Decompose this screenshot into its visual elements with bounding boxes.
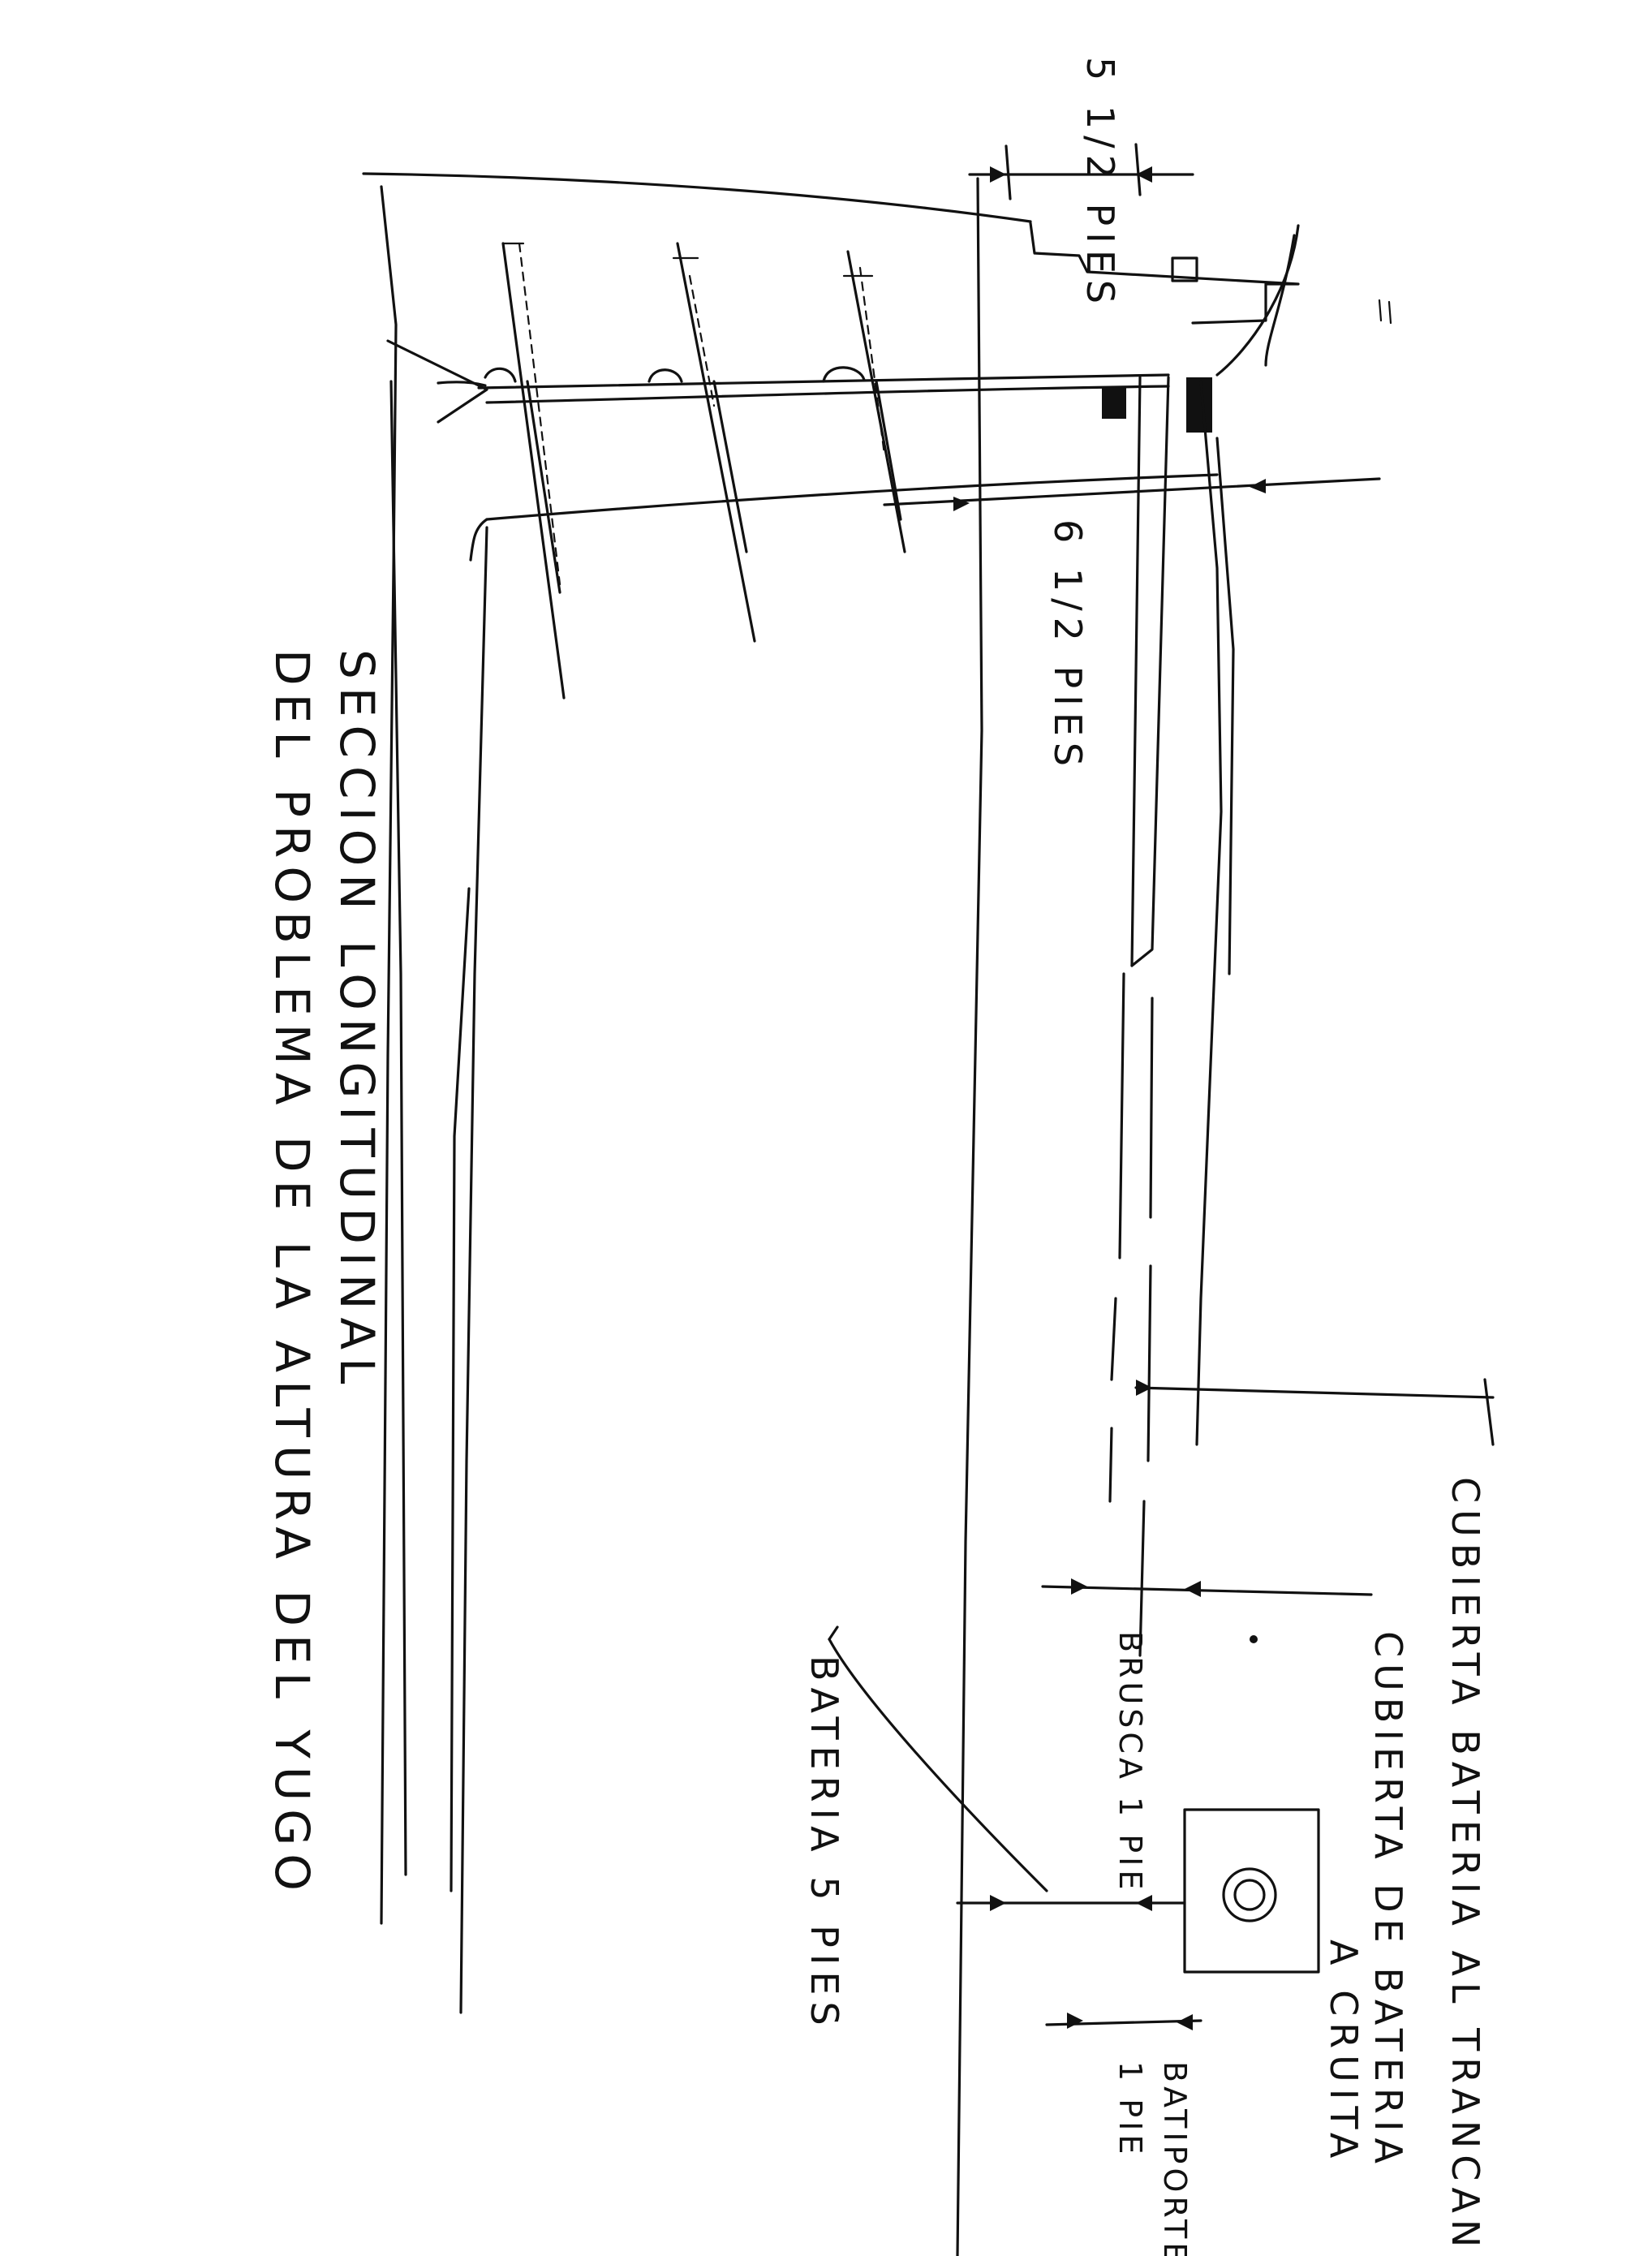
- lower-deck-turn: [469, 518, 488, 562]
- dim-mid-line: [883, 477, 1381, 506]
- stern-structure: [1029, 222, 1392, 377]
- long-plank-a: [1195, 380, 1223, 1446]
- frame-3a: [846, 250, 906, 553]
- left-hull-inner-line: [389, 380, 407, 1876]
- deck-beams: [386, 339, 1219, 562]
- arrow-bateria-right: [1136, 1895, 1152, 1911]
- bateria-leader: [828, 1638, 1048, 1892]
- dot-mark: [1250, 1635, 1258, 1643]
- deck-left-wedge: [386, 339, 488, 424]
- lower-deck-curve: [485, 473, 1219, 521]
- arrow-upper-left: [990, 166, 1006, 183]
- lower-dimensions: [828, 1378, 1495, 2030]
- top-hull-line: [362, 172, 1032, 223]
- plank-left-edge: [1130, 376, 1142, 967]
- title-line-1: SECCION LONGITUDINAL: [329, 649, 385, 1392]
- long-plank-b: [1215, 437, 1235, 975]
- label-batiporte-value: 1 PIE: [1112, 2061, 1148, 2158]
- stern-step-outline: [1029, 222, 1300, 325]
- deck-knee-1: [484, 367, 517, 383]
- arrow-upper-right: [1136, 166, 1152, 183]
- gun-port-inner: [1233, 1879, 1266, 1911]
- label-6-half-pies: 6 1/2 PIES: [1046, 519, 1090, 773]
- gun-port-circle: [1222, 1867, 1277, 1922]
- frame-3c: [875, 380, 902, 521]
- dashed-plank: [1108, 972, 1125, 1503]
- arrow-bateria-left: [990, 1895, 1006, 1911]
- cubierta-labels: CUBIERTA BATERIA AL TRANCANIL CUBIERTA D…: [1322, 1477, 1487, 2256]
- hatched-block-1: [1102, 388, 1126, 419]
- arrow-batiporte-right: [1177, 2014, 1193, 2030]
- label-a-cruita: A CRUITA: [1322, 1940, 1366, 2164]
- cubierta-trancanil-leader: [1134, 1386, 1495, 1399]
- label-brusca: BRUSCA 1 PIE: [1112, 1631, 1148, 1893]
- deck-planks: [1108, 376, 1235, 1657]
- frame-1c: [526, 380, 561, 594]
- plank-right-edge: [1130, 376, 1170, 967]
- arrow-trancanil: [1136, 1380, 1152, 1396]
- arrow-brusca-right: [1185, 1581, 1201, 1597]
- title-block: SECCION LONGITUDINAL DEL PROBLEMA DE LA …: [265, 649, 385, 1899]
- brusca-line: [1041, 1585, 1373, 1596]
- inner-keel-line: [450, 887, 471, 1892]
- deck-left-tip: [437, 381, 487, 387]
- gun-port: [1183, 1635, 1320, 1974]
- frame-1a: [501, 242, 566, 700]
- centre-long-line: [956, 177, 983, 2256]
- dashed-plank-2: [1138, 997, 1154, 1657]
- stern-small-box: [1171, 256, 1198, 282]
- label-bateria-5-pies: BATERIA 5 PIES: [802, 1655, 846, 2032]
- slanted-frames: [501, 242, 906, 700]
- deck-knee-3: [822, 366, 866, 383]
- frame-1b: [518, 242, 561, 586]
- arrow-mid-left: [953, 497, 970, 511]
- dim-upper-ticks: [1005, 143, 1142, 200]
- bateria-leader-tip: [828, 1625, 839, 1641]
- arrow-batiporte-left: [1067, 2013, 1083, 2029]
- label-cubierta-de-bateria: CUBIERTA DE BATERIA: [1366, 1631, 1410, 2170]
- frame-2b: [688, 274, 716, 407]
- stern-curve: [1215, 224, 1300, 377]
- hull-outline: [362, 172, 1032, 2256]
- frame-2c: [712, 380, 748, 553]
- dim-mid: [883, 477, 1381, 511]
- deck-knee-2: [647, 368, 683, 383]
- arrow-brusca-left: [1071, 1578, 1087, 1595]
- gun-port-frame: [1183, 1808, 1320, 1974]
- upper-deck-line-2: [485, 385, 1170, 404]
- label-cubierta-bateria-trancanil: CUBIERTA BATERIA AL TRANCANIL: [1443, 1477, 1487, 2256]
- upper-deck-line: [477, 373, 1170, 390]
- dimension-labels: 5 1/2 PIES 6 1/2 PIES BATERIA 5 PIES BRU…: [802, 57, 1193, 2256]
- frame-2a: [676, 242, 756, 643]
- label-5-half-pies: 5 1/2 PIES: [1078, 57, 1122, 310]
- stern-curve-inner: [1264, 234, 1296, 367]
- frame-3b: [858, 266, 886, 456]
- keel-line: [459, 526, 488, 2014]
- arrow-mid-right: [1250, 479, 1266, 493]
- label-batiporte: BATIPORTE: [1157, 2061, 1193, 2256]
- stern-tick-marks: [1378, 299, 1392, 325]
- hatched-block-2: [1186, 377, 1212, 433]
- dim-upper: [968, 143, 1194, 200]
- title-line-2: DEL PROBLEMA DE LA ALTURA DEL YUGO: [265, 649, 320, 1899]
- cubierta-trancanil-tick: [1483, 1378, 1495, 1446]
